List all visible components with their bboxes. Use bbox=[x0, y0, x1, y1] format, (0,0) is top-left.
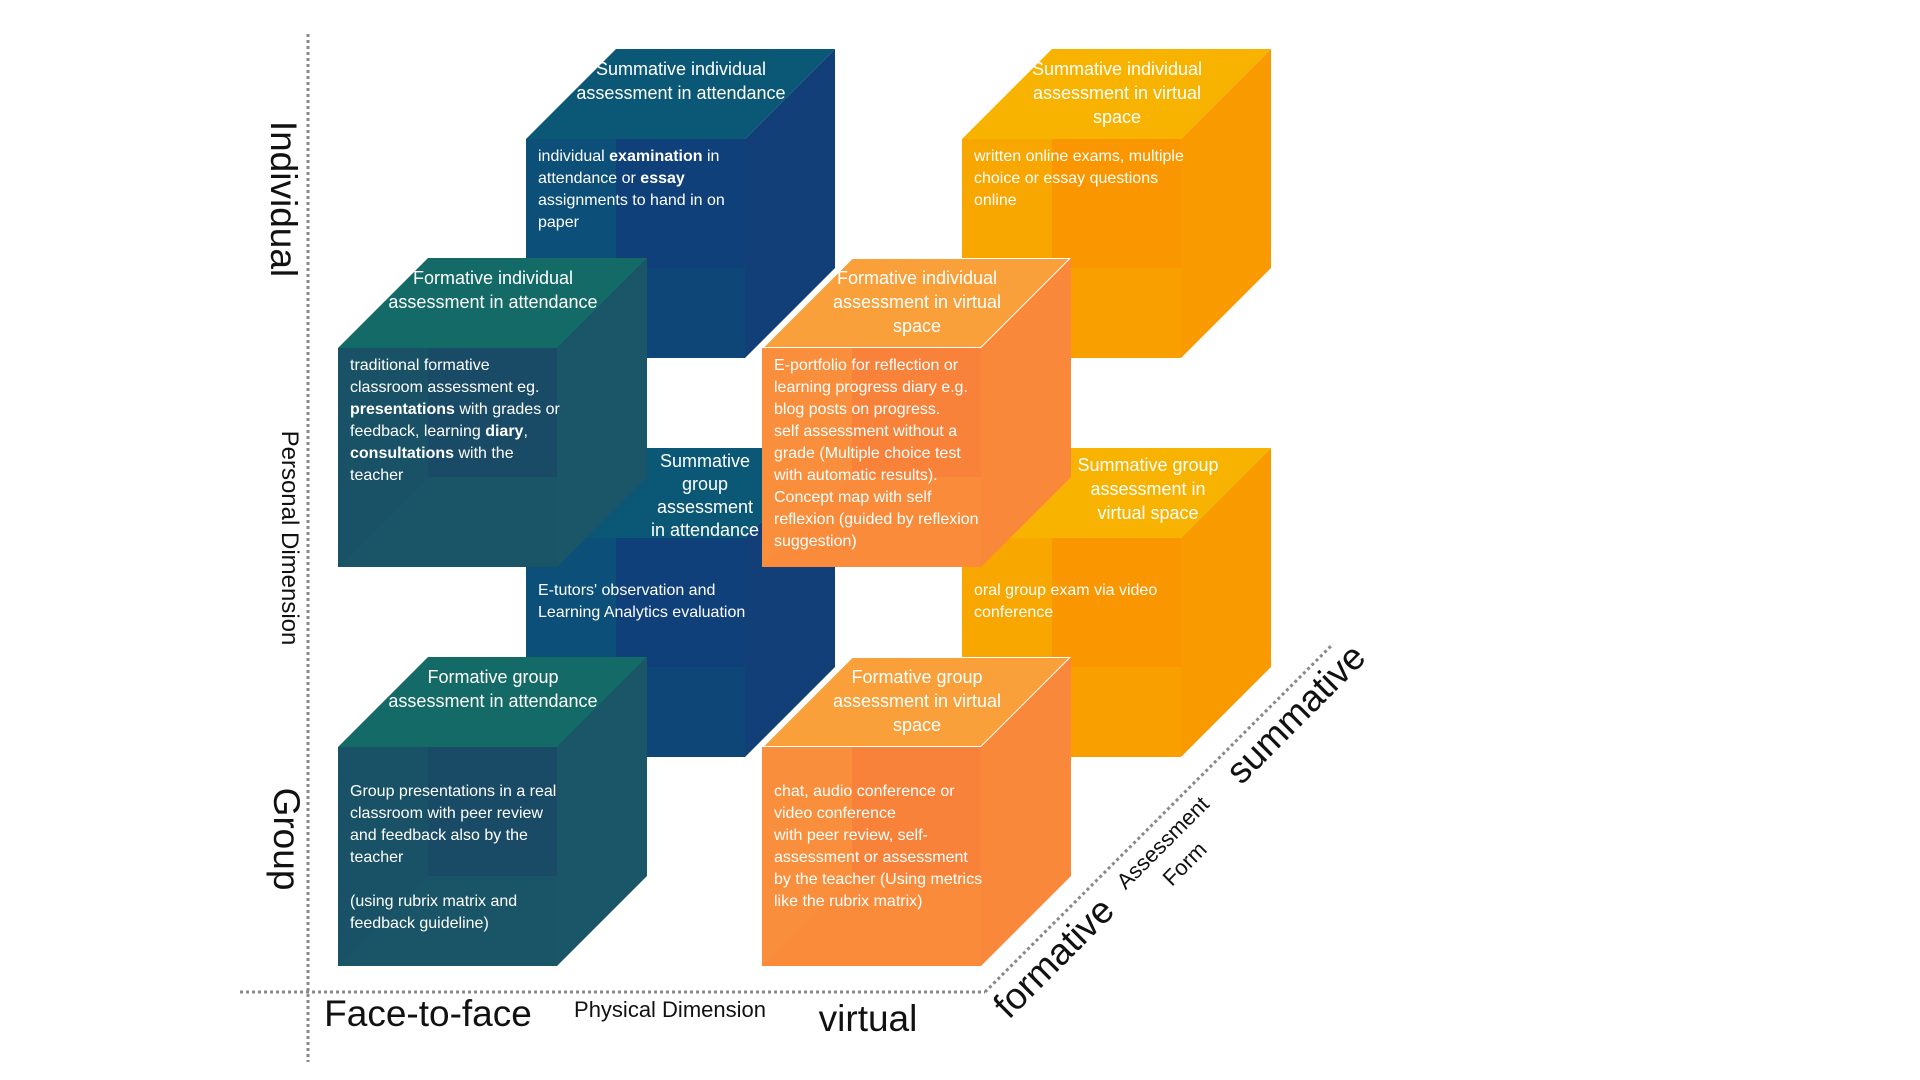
cube-bottom-shade bbox=[762, 876, 981, 966]
bold-keyword: essay bbox=[640, 170, 685, 187]
cube-title: Formative individual assessment in virtu… bbox=[832, 268, 1002, 336]
assessment-axis-line bbox=[983, 642, 1335, 994]
cube-top-face bbox=[962, 49, 1271, 139]
bold-keyword: presentations bbox=[350, 401, 455, 418]
axis-title-physical-dimension: Physical Dimension bbox=[574, 997, 766, 1022]
axis-label-virtual: virtual bbox=[818, 998, 918, 1039]
cube-summative-individual-attendance: Summative individual assessment in atten… bbox=[526, 49, 835, 358]
text-segment: oral group exam via video conference bbox=[974, 582, 1158, 621]
cube-title: Summative group assessment in attendance bbox=[650, 451, 760, 540]
cube-shape bbox=[338, 258, 647, 567]
bold-keyword: consultations bbox=[350, 445, 455, 462]
cube-right-face bbox=[1181, 49, 1271, 358]
cube-back-face bbox=[616, 139, 745, 268]
text-segment: E-tutors' observation and Learning Analy… bbox=[538, 582, 746, 621]
cube-shape bbox=[762, 258, 1071, 567]
bold-keyword: diary bbox=[485, 423, 524, 440]
text-segment: assignments to hand in on paper bbox=[538, 192, 725, 231]
cube-title: Summative individual assessment in atten… bbox=[576, 59, 786, 103]
cube-top-face bbox=[338, 657, 647, 747]
cube-bottom-shade bbox=[338, 477, 557, 567]
cube-right-face bbox=[981, 657, 1071, 966]
text-segment: traditional formative classroom assessme… bbox=[350, 357, 540, 396]
cube-title: Summative individual assessment in virtu… bbox=[1031, 59, 1203, 127]
text-segment: written online exams, multiple choice or… bbox=[974, 148, 1184, 209]
cube-description: traditional formative classroom assessme… bbox=[350, 355, 560, 487]
cube-right-face bbox=[981, 258, 1071, 567]
cube-bottom-shade bbox=[338, 876, 557, 966]
cube-back-face bbox=[428, 747, 557, 876]
cube-title: Formative individual assessment in atten… bbox=[388, 268, 598, 312]
axis-label-face-to-face: Face-to-face bbox=[324, 993, 532, 1034]
cube-back-face bbox=[428, 348, 557, 477]
cube-formative-group-virtual: Formative group assessment in virtual sp… bbox=[762, 657, 1071, 966]
cube-right-face bbox=[557, 258, 647, 567]
cube-description: written online exams, multiple choice or… bbox=[974, 146, 1184, 212]
cube-title: Formative group assessment in virtual sp… bbox=[832, 667, 1002, 735]
cube-description: individual examination in attendance or … bbox=[538, 146, 748, 234]
text-segment: individual bbox=[538, 148, 610, 165]
cube-formative-individual-virtual: Formative individual assessment in virtu… bbox=[762, 258, 1071, 567]
cube-shape bbox=[762, 657, 1071, 966]
cube-top-face bbox=[526, 49, 835, 139]
cube-back-face bbox=[616, 538, 745, 667]
cube-formative-individual-attendance: Formative individual assessment in atten… bbox=[338, 258, 647, 567]
text-segment: chat, audio conference or video conferen… bbox=[774, 783, 983, 910]
cube-right-face bbox=[745, 49, 835, 358]
bold-keyword: examination bbox=[609, 148, 703, 165]
cube-right-face bbox=[1181, 448, 1271, 757]
cube-right-face bbox=[557, 657, 647, 966]
cube-back-face bbox=[852, 348, 981, 477]
text-segment: in attendance or bbox=[538, 148, 720, 187]
text-segment: , bbox=[523, 423, 528, 440]
cube-back-face bbox=[1052, 538, 1181, 667]
axis-label-group: Group bbox=[266, 787, 307, 891]
axis-label-individual: Individual bbox=[263, 120, 304, 278]
text-segment: E-portfolio for reflection or learning p… bbox=[774, 357, 979, 550]
axis-title-personal-dimension: Personal Dimension bbox=[276, 430, 303, 646]
cube-title: Summative group assessment in virtual sp… bbox=[1077, 455, 1219, 523]
cube-formative-group-attendance: Formative group assessment in attendance… bbox=[338, 657, 647, 966]
cube-description: Group presentations in a real classroom … bbox=[350, 781, 560, 935]
cube-shape bbox=[338, 657, 647, 966]
text-segment: with the teacher bbox=[350, 445, 514, 484]
cube-description: oral group exam via video conference bbox=[974, 580, 1184, 624]
cube-shape bbox=[526, 49, 835, 358]
text-segment: with grades or feedback, learning bbox=[350, 401, 560, 440]
cube-back-face bbox=[1052, 139, 1181, 268]
cube-title: Formative group assessment in attendance bbox=[388, 667, 598, 711]
cube-top-face bbox=[338, 258, 647, 348]
cube-description: E-tutors' observation and Learning Analy… bbox=[538, 580, 748, 624]
cube-back-face bbox=[852, 747, 981, 876]
cube-description: E-portfolio for reflection or learning p… bbox=[774, 355, 984, 553]
cube-description: chat, audio conference or video conferen… bbox=[774, 781, 984, 913]
cube-bottom-shade bbox=[762, 477, 981, 567]
text-segment: Group presentations in a real classroom … bbox=[350, 783, 557, 932]
